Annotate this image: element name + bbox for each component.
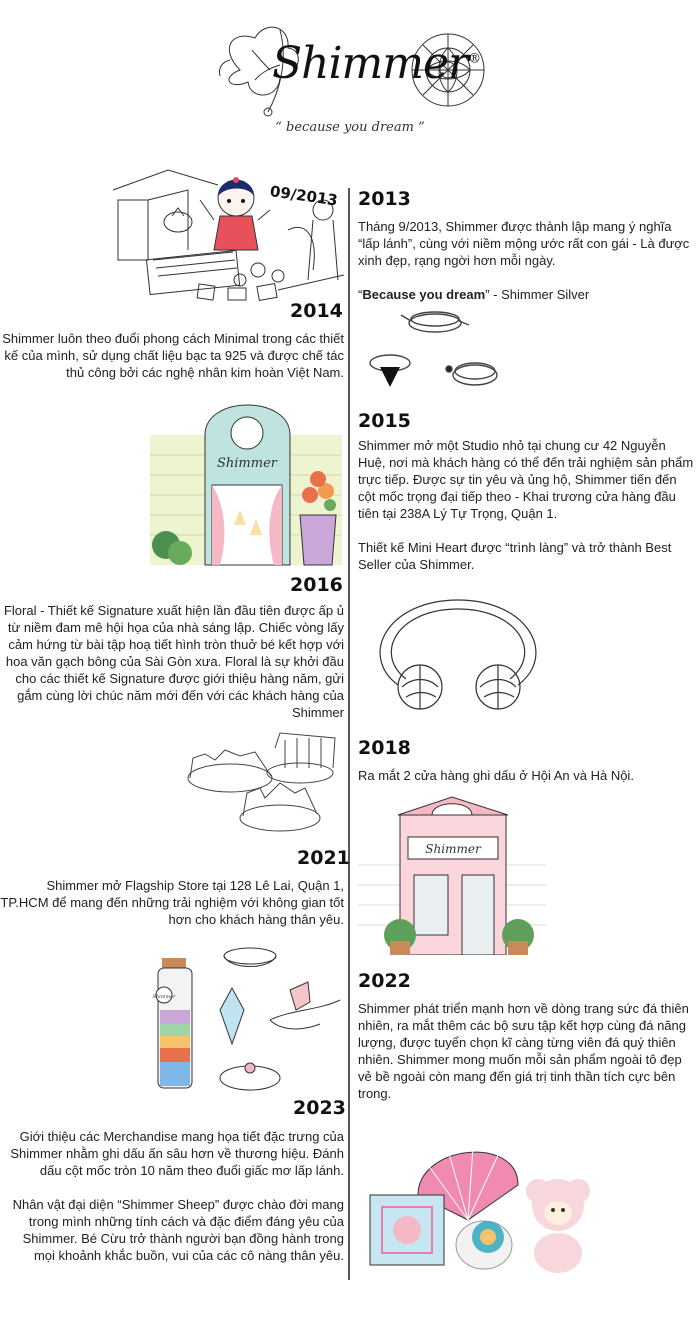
illustration-floral-bangle <box>358 595 558 725</box>
text-2013: Tháng 9/2013, Shimmer được thành lập man… <box>358 218 694 303</box>
brand-header: Shimmer® <box>210 20 490 120</box>
jar-label: Shimmer <box>152 994 176 1000</box>
year-2014: 2014 <box>290 300 343 322</box>
paragraph-2021-1: Shimmer mở Flagship Store tại 128 Lê Lai… <box>0 878 344 927</box>
year-2013: 2013 <box>358 188 411 210</box>
brand-tagline: “ because you dream ” <box>275 120 425 135</box>
registered-mark: ® <box>468 51 481 67</box>
illustration-2023-merch <box>368 1125 600 1285</box>
paragraph-2023-1: Giới thiệu các Merchandise mang họa tiết… <box>10 1129 344 1178</box>
paragraph-2013-2: “Because you dream” - Shimmer Silver <box>358 287 590 302</box>
illustration-2013-market: 09/2013 <box>108 160 344 305</box>
year-2021: 2021 <box>297 847 350 869</box>
text-2021: Shimmer mở Flagship Store tại 128 Lê Lai… <box>0 877 344 928</box>
illustration-2022-stones: Shimmer <box>150 940 342 1100</box>
timeline-divider <box>348 188 350 1280</box>
text-2016: Floral - Thiết kế Signature xuất hiện lầ… <box>0 602 344 721</box>
paragraph-2022-1: Shimmer phát triển mạnh hơn về dòng tran… <box>358 1001 689 1101</box>
paragraph-2014-1: Shimmer luôn theo đuổi phong cách Minima… <box>2 331 344 380</box>
year-2015: 2015 <box>358 410 411 432</box>
because-you-dream-bold: Because you dream <box>362 287 486 302</box>
brand-logo-ornament <box>219 26 485 117</box>
paragraph-2015-2: Thiết kế Mini Heart được “trình làng” và… <box>358 540 672 572</box>
text-2015: Shimmer mở một Studio nhỏ tại chung cư 4… <box>358 437 694 573</box>
text-2014: Shimmer luôn theo đuổi phong cách Minima… <box>0 330 344 381</box>
illustration-date: 09/2013 <box>269 182 339 209</box>
paragraph-2018-1: Ra mắt 2 cửa hàng ghi dấu ở Hội An và Hà… <box>358 768 634 783</box>
paragraph-2013-1: Tháng 9/2013, Shimmer được thành lập man… <box>358 219 690 268</box>
shop-sign-2018: Shimmer <box>425 842 482 856</box>
year-2023: 2023 <box>293 1097 346 1119</box>
text-2018: Ra mắt 2 cửa hàng ghi dấu ở Hội An và Hà… <box>358 767 694 784</box>
year-2016: 2016 <box>290 574 343 596</box>
illustration-rings <box>365 305 515 405</box>
paragraph-2015-1: Shimmer mở một Studio nhỏ tại chung cư 4… <box>358 438 694 521</box>
year-2018: 2018 <box>358 737 411 759</box>
paragraph-2016-1: Floral - Thiết kế Signature xuất hiện lầ… <box>3 603 344 720</box>
year-2022: 2022 <box>358 970 411 992</box>
illustration-2015-shop: Shimmer <box>150 395 342 567</box>
illustration-flagship-sketch <box>185 728 337 838</box>
text-2023: Giới thiệu các Merchandise mang họa tiết… <box>0 1128 344 1264</box>
brand-wordmark: Shimmer® <box>272 38 481 89</box>
illustration-2018-shop: Shimmer <box>358 795 546 955</box>
paragraph-2023-2: Nhân vật đại diện “Shimmer Sheep” được c… <box>12 1197 344 1263</box>
text-2022: Shimmer phát triển mạnh hơn về dòng tran… <box>358 1000 694 1102</box>
shop-sign-2015: Shimmer <box>217 456 278 471</box>
brand-name: Shimmer <box>272 38 469 89</box>
